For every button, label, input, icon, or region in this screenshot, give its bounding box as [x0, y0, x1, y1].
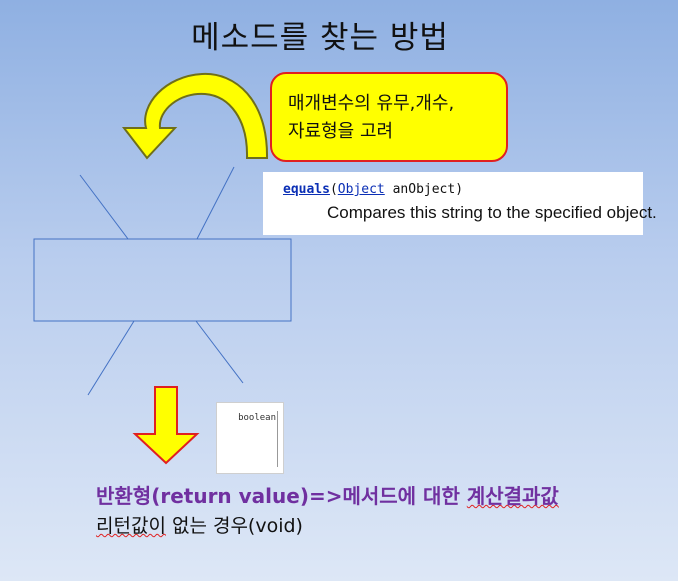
- callout-line-1: 매개변수의 유무,개수,: [288, 93, 455, 114]
- void-rest: 없는 경우(void): [165, 515, 303, 537]
- return-value-underlined: 계산결과값: [466, 484, 559, 508]
- spoke-line: [79, 174, 129, 240]
- method-signature: equals(Object anObject): [283, 182, 643, 197]
- slide-title: 메소드를 찾는 방법: [191, 20, 449, 56]
- param-name: anObject): [384, 182, 464, 197]
- parameter-callout: 매개변수의 유무,개수, 자료형을 고려: [270, 72, 508, 162]
- spoke-line: [195, 320, 244, 384]
- void-underlined: 리턴값이: [96, 515, 166, 537]
- param-type-link[interactable]: Object: [337, 182, 385, 197]
- return-value-explanation: 반환형(return value)=>메서드에 대한 계산결과값 리턴값이 없는…: [96, 480, 559, 538]
- javadoc-method-summary: equals(Object anObject) Compares this st…: [263, 172, 657, 235]
- callout-line-2: 자료형을 고려: [288, 121, 394, 142]
- void-line: 리턴값이 없는 경우(void): [96, 511, 559, 538]
- return-type-label: boolean: [238, 413, 276, 423]
- spoke-line: [196, 166, 235, 240]
- method-box: [33, 238, 292, 322]
- method-description: Compares this string to the specified ob…: [327, 203, 657, 222]
- spoke-line: [87, 320, 135, 396]
- method-name-link[interactable]: equals: [283, 182, 330, 197]
- return-type-box: boolean: [216, 402, 284, 474]
- down-arrow-icon: [132, 386, 200, 465]
- return-value-line: 반환형(return value)=>메서드에 대한 계산결과값: [96, 480, 559, 509]
- paren-open: (: [329, 182, 338, 197]
- return-value-prefix: 반환형(return value)=>메서드에 대한: [96, 484, 467, 508]
- curved-arrow-icon: [121, 72, 269, 160]
